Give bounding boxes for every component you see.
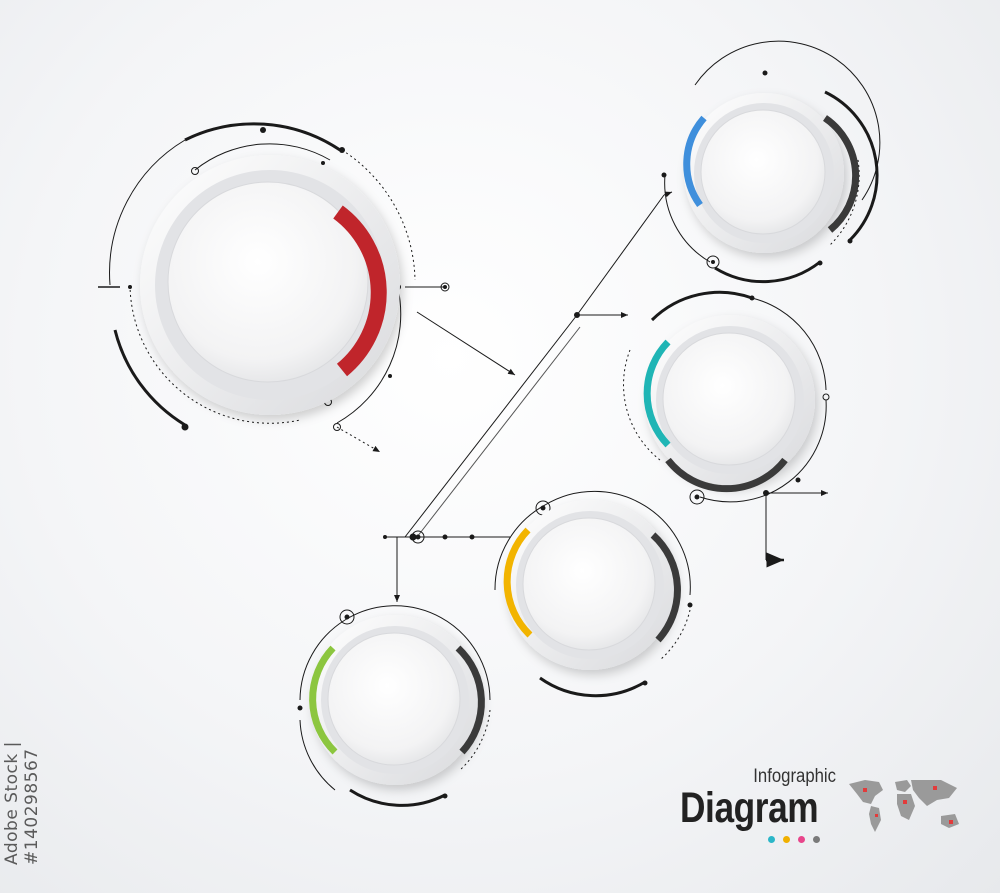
node-teal	[623, 290, 830, 505]
node-blue	[661, 40, 881, 284]
dot-yellow	[783, 836, 790, 843]
node-yellow	[494, 490, 693, 698]
main-node	[98, 122, 450, 431]
dot-gray	[813, 836, 820, 843]
title-block: Infographic Diagram	[680, 766, 840, 846]
title-infographic: Infographic	[753, 766, 836, 787]
title-color-dots	[768, 830, 828, 843]
dot-pink	[798, 836, 805, 843]
watermark-text: Adobe Stock | #140298567	[2, 741, 42, 865]
title-diagram: Diagram	[680, 784, 819, 832]
world-map-icon	[849, 780, 959, 832]
node-green	[297, 605, 491, 807]
dot-teal	[768, 836, 775, 843]
